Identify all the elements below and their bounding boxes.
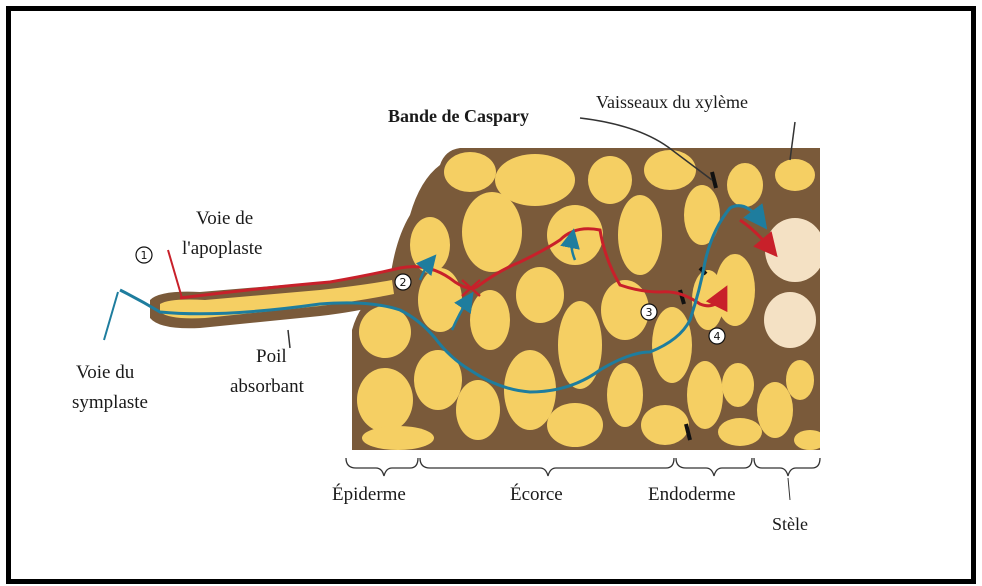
- label-voie-apoplaste-2: l'apoplaste: [182, 238, 262, 259]
- label-bande-caspary: Bande de Caspary: [388, 106, 529, 126]
- label-poil-2: absorbant: [230, 376, 305, 397]
- marker-3: 3: [641, 304, 657, 320]
- poil-absorbant-pointer: [288, 330, 290, 348]
- label-epiderme: Épiderme: [332, 483, 406, 505]
- label-voie-symplaste-1: Voie du: [76, 362, 135, 383]
- label-stele: Stèle: [772, 514, 808, 534]
- label-voie-symplaste-2: symplaste: [72, 392, 148, 413]
- marker-2: 2: [395, 274, 411, 290]
- svg-text:3: 3: [646, 306, 653, 319]
- label-vaisseaux-xyleme: Vaisseaux du xylème: [596, 92, 748, 112]
- svg-text:1: 1: [141, 249, 148, 262]
- label-endoderme: Endoderme: [648, 484, 736, 505]
- label-voie-apoplaste-1: Voie de: [196, 208, 253, 229]
- svg-text:4: 4: [714, 330, 721, 343]
- label-poil-1: Poil: [256, 346, 287, 367]
- svg-text:2: 2: [400, 276, 407, 289]
- marker-1: 1: [136, 247, 152, 263]
- apoplast-label-line: [168, 250, 182, 298]
- region-braces: [346, 458, 820, 500]
- label-ecorce: Écorce: [510, 483, 563, 505]
- symplast-label-line: [104, 292, 118, 340]
- marker-4: 4: [709, 328, 725, 344]
